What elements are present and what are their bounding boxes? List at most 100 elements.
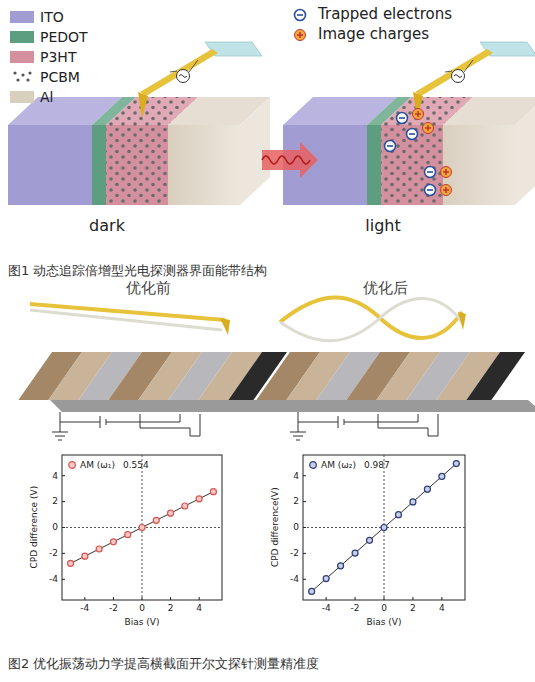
text-label: -2: [290, 548, 299, 558]
text-label: -4: [49, 574, 58, 584]
text-label: dark: [89, 217, 125, 235]
text-label: -4: [322, 603, 331, 613]
text-label: 优化前: [126, 280, 171, 297]
text-label: light: [365, 217, 400, 235]
tick: [113, 597, 114, 600]
text-label: -4: [80, 603, 89, 613]
charge-symbol: [295, 30, 306, 41]
legend-swatch: [10, 51, 34, 63]
text-label: AM (ω₁): [80, 460, 115, 470]
text-label: Al: [40, 89, 53, 105]
text-label: 2: [410, 603, 416, 613]
text-label: 2: [52, 496, 58, 506]
data-point: [110, 539, 116, 545]
data-point: [210, 489, 216, 495]
data-point: [82, 553, 88, 559]
tick: [62, 501, 65, 502]
tick: [170, 597, 171, 600]
legend-symbol: [10, 70, 34, 84]
tick: [412, 597, 413, 600]
plot-frame: [62, 455, 222, 600]
dot: [16, 78, 19, 81]
dot: [26, 78, 29, 81]
tick: [303, 527, 306, 528]
tick: [303, 501, 306, 502]
text-label: 4: [293, 471, 299, 481]
data-point: [338, 563, 344, 569]
data-point: [182, 503, 188, 509]
text-label: 0: [52, 522, 58, 532]
tick: [62, 475, 65, 476]
plot-frame: [303, 455, 465, 600]
text-label: Bias (V): [367, 617, 402, 627]
text-label: CPD difference(V): [270, 488, 280, 568]
tick: [441, 597, 442, 600]
dot: [13, 71, 16, 74]
text-label: ITO: [40, 9, 64, 25]
dot: [28, 71, 31, 74]
tick: [384, 597, 385, 600]
data-point: [125, 532, 131, 538]
data-point: [395, 512, 401, 518]
text-label: P3HT: [40, 49, 76, 65]
text-label: 图1 动态追踪倍增型光电探测器界面能带结构: [8, 264, 267, 279]
tick: [62, 553, 65, 554]
text-label: 0.554: [123, 460, 149, 470]
text-label: -2: [351, 603, 360, 613]
tick: [199, 597, 200, 600]
data-point: [323, 576, 329, 582]
text-label: PEDOT: [40, 29, 88, 45]
text-label: Trapped electrons: [318, 6, 452, 23]
text-label: Image charges: [318, 26, 429, 43]
data-point: [352, 550, 358, 556]
text-label: 4: [439, 603, 445, 613]
legend-symbol: [288, 28, 312, 42]
tick: [62, 579, 65, 580]
legend-symbol: [288, 8, 312, 22]
text-label: -2: [49, 548, 58, 558]
tick: [303, 475, 306, 476]
text-label: 4: [52, 471, 58, 481]
data-point: [309, 588, 315, 594]
data-point: [381, 525, 387, 531]
text-label: 0: [381, 603, 387, 613]
text-label: 2: [168, 603, 174, 613]
legend-swatch: [10, 91, 34, 103]
legend-swatch: [10, 31, 34, 43]
text-label: 优化后: [363, 280, 408, 297]
data-point: [424, 486, 430, 492]
tick: [355, 597, 356, 600]
fit-line: [312, 464, 457, 592]
tick: [326, 597, 327, 600]
text-label: PCBM: [40, 69, 80, 85]
tick: [303, 579, 306, 580]
tick: [62, 527, 65, 528]
legend-marker: [308, 460, 318, 470]
charge-symbol: [295, 10, 306, 21]
tick: [142, 597, 143, 600]
data-point: [68, 560, 74, 566]
text-label: 4: [196, 603, 202, 613]
legend-marker-shape: [69, 462, 76, 469]
legend-marker: [67, 460, 77, 470]
data-point: [439, 473, 445, 479]
text-label: 0: [139, 603, 145, 613]
data-point: [367, 537, 373, 543]
data-point: [96, 546, 102, 552]
text-label: 0: [293, 522, 299, 532]
legend-swatch: [10, 11, 34, 23]
data-point: [168, 510, 174, 516]
text-label: -4: [290, 574, 299, 584]
legend-marker-shape: [310, 462, 317, 469]
dot: [21, 73, 24, 76]
text-label: AM (ω₂): [321, 460, 356, 470]
data-point: [410, 499, 416, 505]
text-label: 0.987: [364, 460, 390, 470]
tick: [303, 553, 306, 554]
text-label: 2: [293, 496, 299, 506]
fit-line: [71, 492, 214, 564]
data-point: [139, 525, 145, 531]
data-point: [453, 461, 459, 467]
text-label: CPD difference (V): [29, 486, 39, 569]
